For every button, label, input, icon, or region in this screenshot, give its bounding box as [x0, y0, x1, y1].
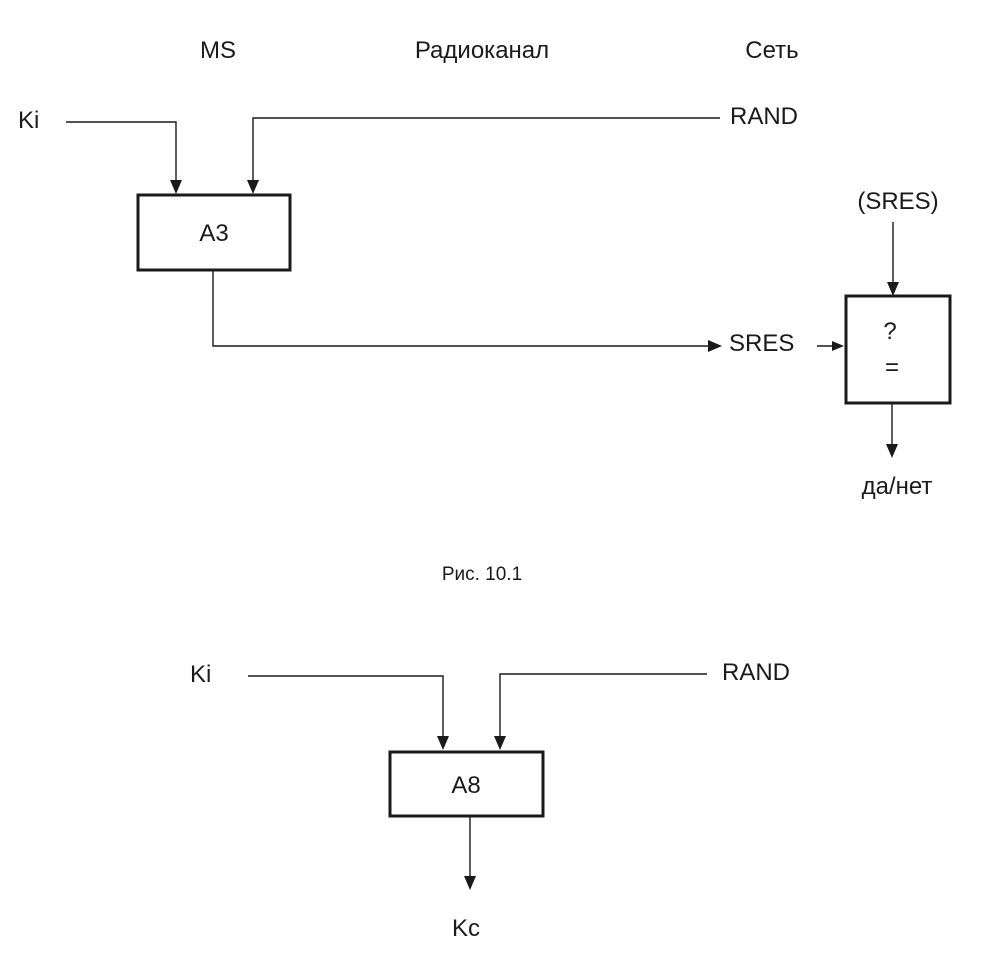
ki-to-a8-line: [248, 675, 444, 740]
result-arrowhead: [886, 444, 898, 458]
column-header-network: Сеть: [745, 37, 798, 64]
a3-to-sres-line: [212, 271, 712, 347]
rand-label-2: RAND: [722, 659, 790, 686]
ki-arrowhead-2: [437, 736, 449, 750]
compare-block: [844, 294, 952, 405]
compare-input-arrowhead: [832, 341, 844, 351]
ki-label: Ki: [18, 107, 39, 134]
a8-label: A8: [451, 772, 480, 799]
figure-caption: Рис. 10.1: [442, 564, 522, 585]
result-label: да/нет: [862, 473, 933, 500]
ki-to-a3-line: [66, 121, 177, 184]
a3-block: [136, 193, 292, 272]
ki-label-2: Ki: [190, 661, 211, 688]
column-header-radio: Радиоканал: [415, 37, 549, 64]
expected-sres-label: (SRES): [857, 188, 938, 215]
rand-to-a8-line: [499, 673, 707, 740]
expected-sres-arrowhead: [887, 282, 899, 296]
kc-arrowhead: [464, 876, 476, 890]
figure-key-generation: Ki RAND A8 Kc: [190, 659, 790, 942]
a8-block: [388, 750, 545, 818]
rand-arrowhead: [247, 180, 259, 194]
rand-to-a3-line: [252, 117, 720, 184]
sres-arrowhead: [708, 340, 722, 352]
a3-label: A3: [199, 220, 228, 247]
compare-equals-sign: =: [885, 354, 899, 381]
rand-arrowhead-2: [494, 736, 506, 750]
ki-arrowhead: [170, 180, 182, 194]
compare-question-mark: ?: [883, 318, 896, 345]
rand-label: RAND: [730, 103, 798, 130]
column-header-ms: MS: [200, 37, 236, 64]
sres-label: SRES: [729, 330, 794, 357]
figure-authentication: MS Радиоканал Сеть Ki RAND A3 SRES (SRES…: [18, 37, 952, 585]
kc-label: Kc: [452, 915, 480, 942]
